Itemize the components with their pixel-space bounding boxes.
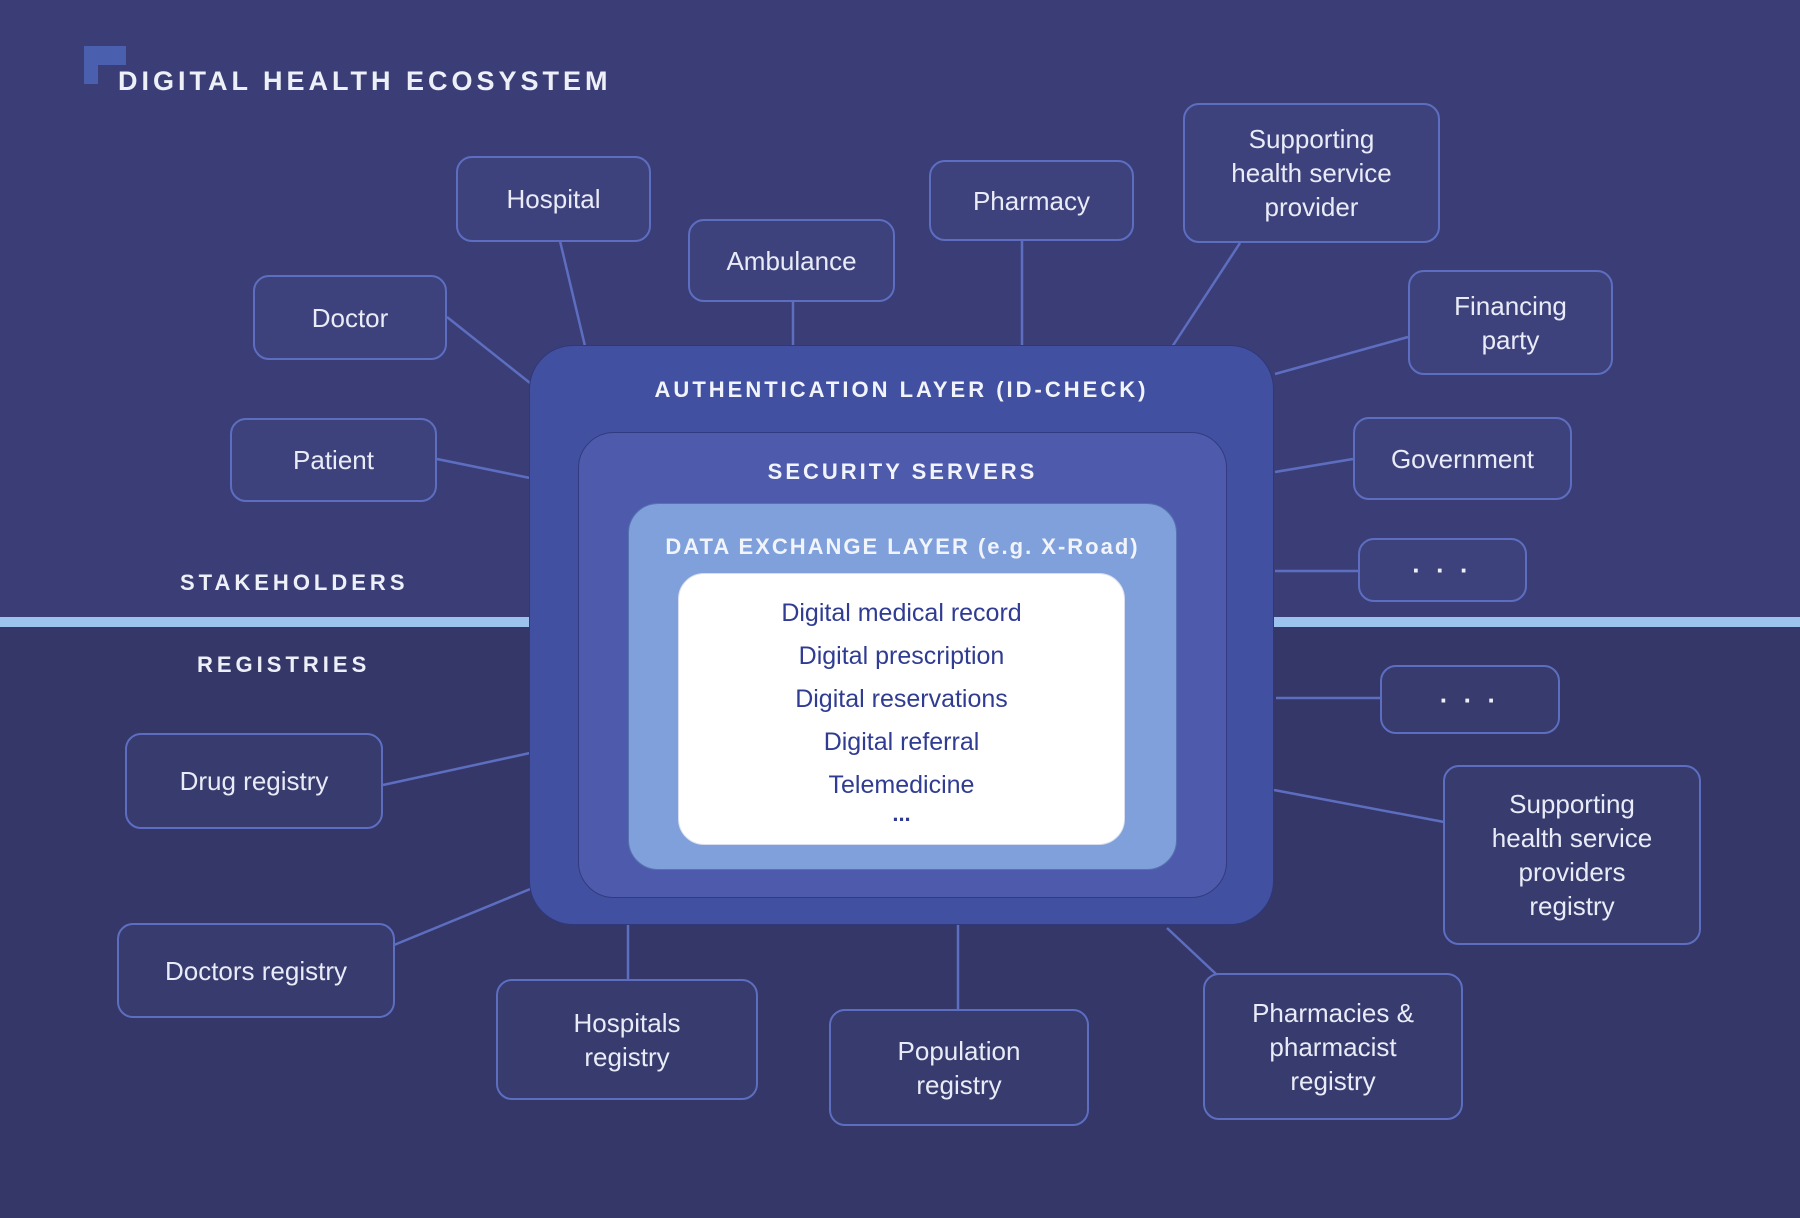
connector-supporting-providers-registry bbox=[1273, 788, 1445, 824]
data-exchange-layer-label: DATA EXCHANGE LAYER (e.g. X-Road) bbox=[665, 534, 1140, 559]
service-digital-prescription: Digital prescription bbox=[798, 641, 1005, 670]
service-digital-medical-record: Digital medical record bbox=[781, 598, 1022, 627]
connector-financing-party bbox=[1274, 335, 1409, 376]
connector-doctor bbox=[446, 316, 531, 384]
node-pharmacy: Pharmacy bbox=[929, 160, 1134, 241]
node-supporting-health-service-provider: Supporting health service provider bbox=[1183, 103, 1440, 243]
service-telemedicine: Telemedicine bbox=[828, 770, 975, 799]
digital-services-panel: Digital medical record Digital prescript… bbox=[678, 573, 1125, 845]
connector-doctors-registry bbox=[393, 883, 541, 947]
corner-bracket-icon bbox=[84, 46, 126, 84]
node-patient: Patient bbox=[230, 418, 437, 502]
authentication-layer-label: AUTHENTICATION LAYER (ID-CHECK) bbox=[654, 377, 1149, 402]
node-pharmacies-pharmacist-registry: Pharmacies & pharmacist registry bbox=[1203, 973, 1463, 1120]
connector-hospital bbox=[558, 240, 587, 347]
node-doctor: Doctor bbox=[253, 275, 447, 360]
services-more-ellipsis: ... bbox=[892, 800, 911, 826]
node-drug-registry: Drug registry bbox=[125, 733, 383, 829]
node-financing-party: Financing party bbox=[1408, 270, 1613, 375]
service-digital-referral: Digital referral bbox=[823, 727, 980, 756]
node-registries-more: · · · bbox=[1380, 665, 1560, 734]
connector-drug-registry bbox=[382, 751, 531, 787]
connector-patient bbox=[436, 457, 531, 480]
node-hospital: Hospital bbox=[456, 156, 651, 242]
stakeholders-section-label: STAKEHOLDERS bbox=[180, 570, 409, 595]
node-supporting-health-service-providers-registry: Supporting health service providers regi… bbox=[1443, 765, 1701, 945]
security-servers-label: SECURITY SERVERS bbox=[767, 459, 1038, 484]
page-title: DIGITAL HEALTH ECOSYSTEM bbox=[118, 66, 612, 96]
node-doctors-registry: Doctors registry bbox=[117, 923, 395, 1018]
node-stakeholders-more: · · · bbox=[1358, 538, 1527, 602]
node-population-registry: Population registry bbox=[829, 1009, 1089, 1126]
connector-government bbox=[1274, 457, 1354, 474]
connector-pharmacies-registry bbox=[1166, 927, 1217, 975]
service-digital-reservations: Digital reservations bbox=[795, 684, 1008, 713]
connector-supporting-provider bbox=[1170, 242, 1242, 348]
corner-bracket-icon-left-bar bbox=[84, 46, 98, 84]
node-ambulance: Ambulance bbox=[688, 219, 895, 302]
node-hospitals-registry: Hospitals registry bbox=[496, 979, 758, 1100]
registries-section-label: REGISTRIES bbox=[197, 652, 371, 677]
node-government: Government bbox=[1353, 417, 1572, 500]
